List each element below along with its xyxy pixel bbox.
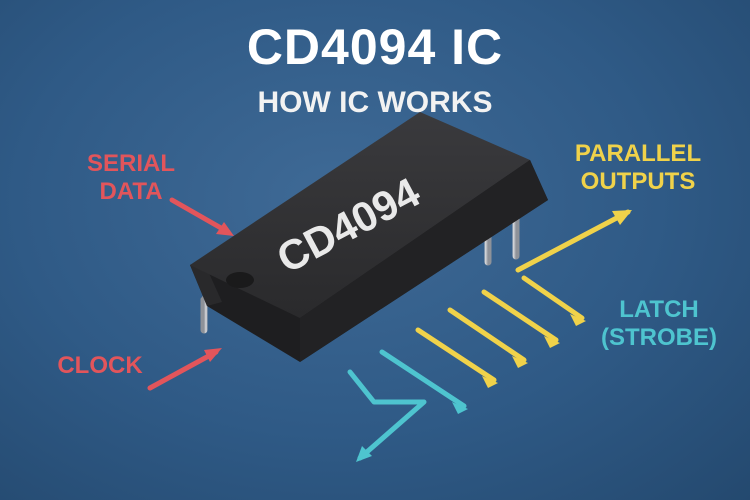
clock-label: CLOCK bbox=[40, 352, 160, 380]
latch-label: LATCH (STROBE) bbox=[584, 296, 734, 352]
latch-arrows bbox=[350, 352, 464, 458]
pin1-notch bbox=[226, 272, 254, 288]
ic-chip: CD4094 bbox=[190, 112, 548, 362]
parallel-outputs-label: PARALLEL OUTPUTS bbox=[558, 140, 718, 196]
serial-data-label: SERIAL DATA bbox=[66, 150, 196, 206]
